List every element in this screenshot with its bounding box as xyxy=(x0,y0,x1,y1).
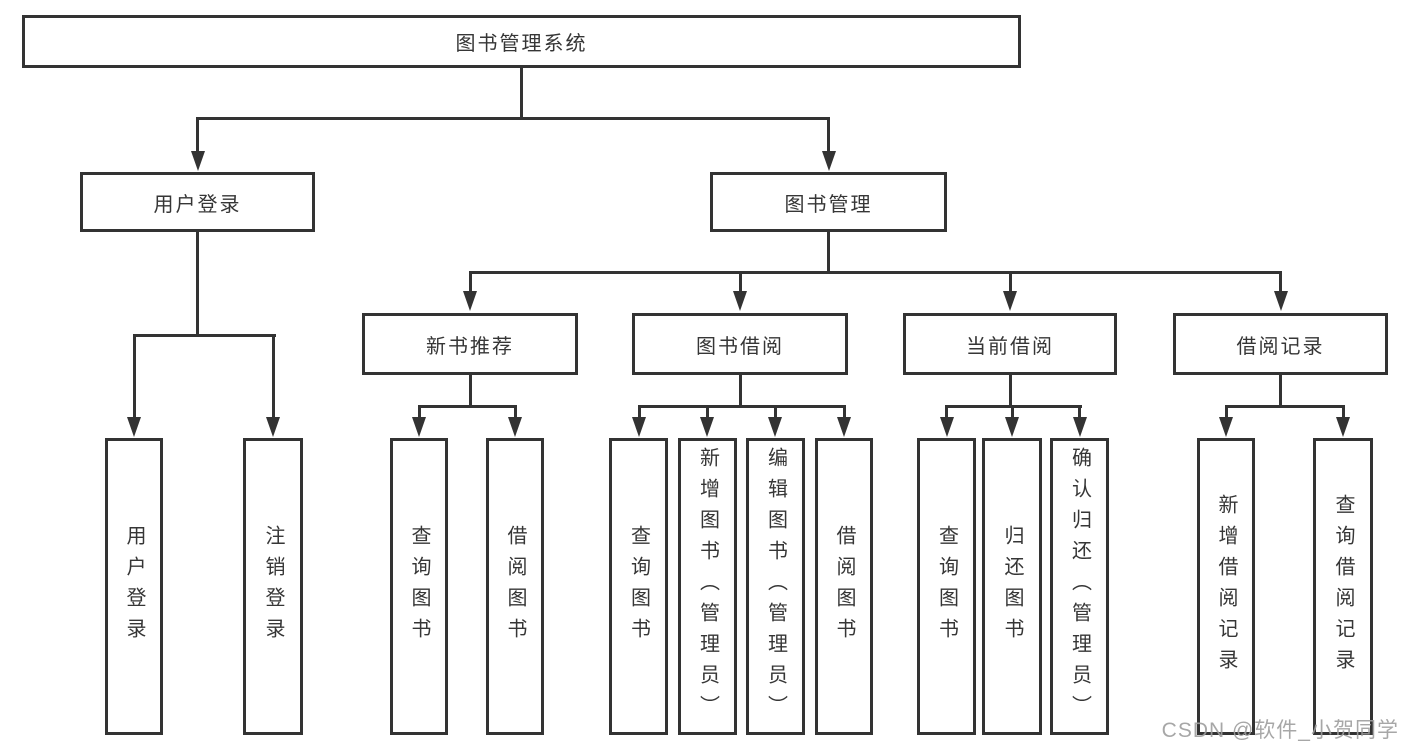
leaf-logout-label: 注销登录 xyxy=(262,524,284,649)
edge-newbooks-drop-2 xyxy=(513,405,517,419)
arrow-down-icon xyxy=(127,417,141,437)
edge-root-stem xyxy=(519,66,523,120)
arrow-down-icon xyxy=(733,291,747,311)
arrow-down-icon xyxy=(463,291,477,311)
node-current-borrow-label: 当前借阅 xyxy=(966,335,1054,358)
edge-newbooks-stem xyxy=(468,373,472,407)
node-book-mgmt-label: 图书管理 xyxy=(784,193,873,216)
edge-bookmgmt-drop-4 xyxy=(1279,271,1282,293)
arrow-down-icon xyxy=(1072,417,1087,437)
leaf-current-return: 归还图书 xyxy=(982,438,1042,735)
arrow-down-icon xyxy=(1005,417,1019,437)
node-book-mgmt: 图书管理 xyxy=(710,172,947,232)
node-user-login: 用户登录 xyxy=(80,172,315,232)
edge-current-drop-1 xyxy=(945,405,948,419)
edge-borrow-drop-3 xyxy=(773,405,777,419)
edge-borrow-drop-1 xyxy=(637,405,641,419)
node-borrow-records: 借阅记录 xyxy=(1173,313,1388,375)
leaf-current-confirm: 确认归还（管理员） xyxy=(1050,438,1109,735)
edge-records-drop-1 xyxy=(1224,405,1228,419)
arrow-down-icon xyxy=(939,417,954,437)
arrow-down-icon xyxy=(632,417,646,437)
leaf-newbooks-query-label: 查询图书 xyxy=(408,524,430,649)
arrow-down-icon xyxy=(700,417,714,437)
leaf-borrow-query: 查询图书 xyxy=(609,438,668,735)
edge-bookmgmt-bar xyxy=(468,271,1282,274)
leaf-logout: 注销登录 xyxy=(243,438,303,735)
leaf-borrow-borrow-label: 借阅图书 xyxy=(833,524,855,649)
edge-current-stem xyxy=(1008,373,1012,407)
node-current-borrow: 当前借阅 xyxy=(903,313,1117,375)
edge-userlogin-drop-1 xyxy=(132,334,136,419)
arrow-down-icon xyxy=(1219,417,1233,437)
node-new-books-label: 新书推荐 xyxy=(426,335,514,358)
leaf-current-query-label: 查询图书 xyxy=(935,524,958,649)
leaf-user-login: 用户登录 xyxy=(105,438,163,735)
leaf-borrow-edit-label: 编辑图书（管理员） xyxy=(764,447,787,726)
edge-borrow-drop-4 xyxy=(842,405,846,419)
edge-borrow-drop-2 xyxy=(705,405,709,419)
arrow-down-icon xyxy=(508,417,522,437)
leaf-newbooks-borrow-label: 借阅图书 xyxy=(504,524,526,649)
leaf-newbooks-query: 查询图书 xyxy=(390,438,448,735)
arrow-down-icon xyxy=(266,417,280,437)
arrow-down-icon xyxy=(821,151,836,171)
edge-borrow-stem xyxy=(738,373,742,407)
edge-bookmgmt-drop-2 xyxy=(738,271,742,293)
node-borrow-records-label: 借阅记录 xyxy=(1236,335,1325,358)
edge-borrow-bar xyxy=(637,405,846,408)
node-user-login-label: 用户登录 xyxy=(153,193,242,216)
node-system: 图书管理系统 xyxy=(22,15,1021,68)
leaf-borrow-add-label: 新增图书（管理员） xyxy=(696,447,719,726)
node-system-label: 图书管理系统 xyxy=(455,33,588,55)
edge-current-drop-3 xyxy=(1078,405,1081,419)
leaf-records-add-label: 新增借阅记录 xyxy=(1215,493,1237,680)
node-new-books: 新书推荐 xyxy=(362,313,578,375)
edge-root-bar xyxy=(196,117,830,120)
leaf-borrow-add: 新增图书（管理员） xyxy=(678,438,737,735)
csdn-watermark: CSDN @软件_小贺同学 xyxy=(1161,719,1399,742)
edge-newbooks-drop-1 xyxy=(417,405,421,419)
leaf-user-login-label: 用户登录 xyxy=(123,524,145,649)
edge-records-bar xyxy=(1224,405,1345,408)
edge-userlogin-stem xyxy=(196,230,199,336)
edge-userlogin-bar xyxy=(132,334,276,337)
leaf-newbooks-borrow: 借阅图书 xyxy=(486,438,544,735)
leaf-current-query: 查询图书 xyxy=(917,438,976,735)
arrow-down-icon xyxy=(1336,417,1350,437)
leaf-borrow-borrow: 借阅图书 xyxy=(815,438,873,735)
edge-bookmgmt-drop-3 xyxy=(1008,271,1012,293)
edge-current-drop-2 xyxy=(1010,405,1014,419)
edge-root-drop-1 xyxy=(196,117,199,153)
edge-userlogin-drop-2 xyxy=(271,334,275,419)
arrow-down-icon xyxy=(837,417,851,437)
leaf-current-confirm-label: 确认归还（管理员） xyxy=(1068,447,1091,726)
edge-bookmgmt-drop-1 xyxy=(468,271,472,293)
arrow-down-icon xyxy=(412,417,426,437)
edge-records-stem xyxy=(1279,373,1282,407)
node-book-borrow-label: 图书借阅 xyxy=(696,335,784,358)
leaf-borrow-query-label: 查询图书 xyxy=(627,524,650,649)
arrow-down-icon xyxy=(768,417,782,437)
edge-bookmgmt-stem xyxy=(827,230,830,274)
edge-root-drop-2 xyxy=(827,117,830,153)
leaf-current-return-label: 归还图书 xyxy=(1001,524,1023,649)
node-book-borrow: 图书借阅 xyxy=(632,313,848,375)
edge-newbooks-bar xyxy=(417,405,517,408)
arrow-down-icon xyxy=(190,151,205,171)
edge-records-drop-2 xyxy=(1341,405,1345,419)
leaf-records-query-label: 查询借阅记录 xyxy=(1332,493,1354,680)
leaf-records-query: 查询借阅记录 xyxy=(1313,438,1373,735)
arrow-down-icon xyxy=(1003,291,1017,311)
leaf-borrow-edit: 编辑图书（管理员） xyxy=(746,438,805,735)
leaf-records-add: 新增借阅记录 xyxy=(1197,438,1255,735)
arrow-down-icon xyxy=(1273,291,1288,311)
